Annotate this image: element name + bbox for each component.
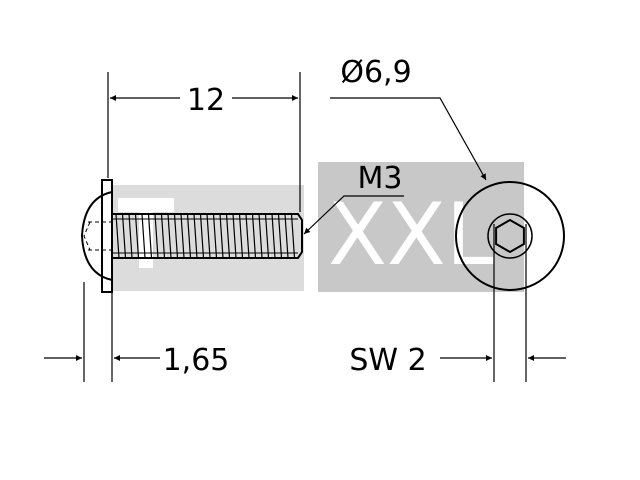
hex-socket [495,218,525,254]
head-height-dimension: 1,65 [44,282,229,382]
length-label: 12 [187,83,225,118]
socket-size-label: SW 2 [349,343,426,378]
thread-dimension: M3 [303,161,404,235]
screw-side-view [80,179,303,293]
thread-label: M3 [358,161,403,196]
head-height-label: 1,65 [163,343,230,378]
diameter-dimension: Ø6,9 [330,55,487,181]
socket-size-dimension: SW 2 [349,224,566,382]
watermark-logo: XXL [112,162,524,292]
length-dimension: 12 [107,72,301,212]
diameter-label: Ø6,9 [340,55,411,90]
thread-hatching [115,213,296,259]
screw-end-view [455,181,565,291]
